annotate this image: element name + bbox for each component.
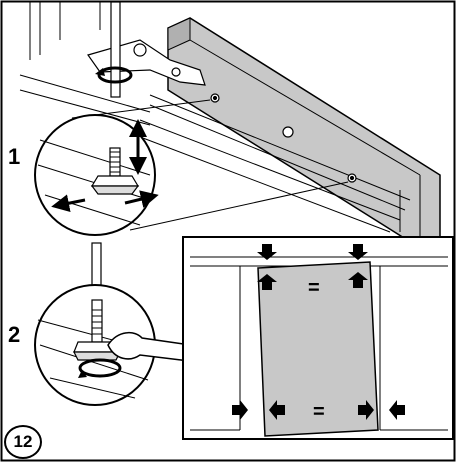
cabinet-wall	[19, 2, 151, 126]
equal-mark-top: =	[308, 277, 320, 299]
gap-arrows	[232, 244, 405, 420]
step-label-1: 1	[8, 144, 21, 169]
door-frame	[134, 94, 411, 233]
figure-number-badge: 12	[4, 425, 42, 459]
equal-mark-bottom: =	[313, 401, 325, 423]
detail-circle-1	[34, 114, 159, 236]
detail-circle-2	[34, 284, 156, 406]
step-label-2: 2	[8, 322, 21, 347]
alignment-inset: = =	[182, 236, 454, 440]
screwdriver-top	[95, 1, 133, 98]
door-panel-tilted	[257, 261, 379, 437]
